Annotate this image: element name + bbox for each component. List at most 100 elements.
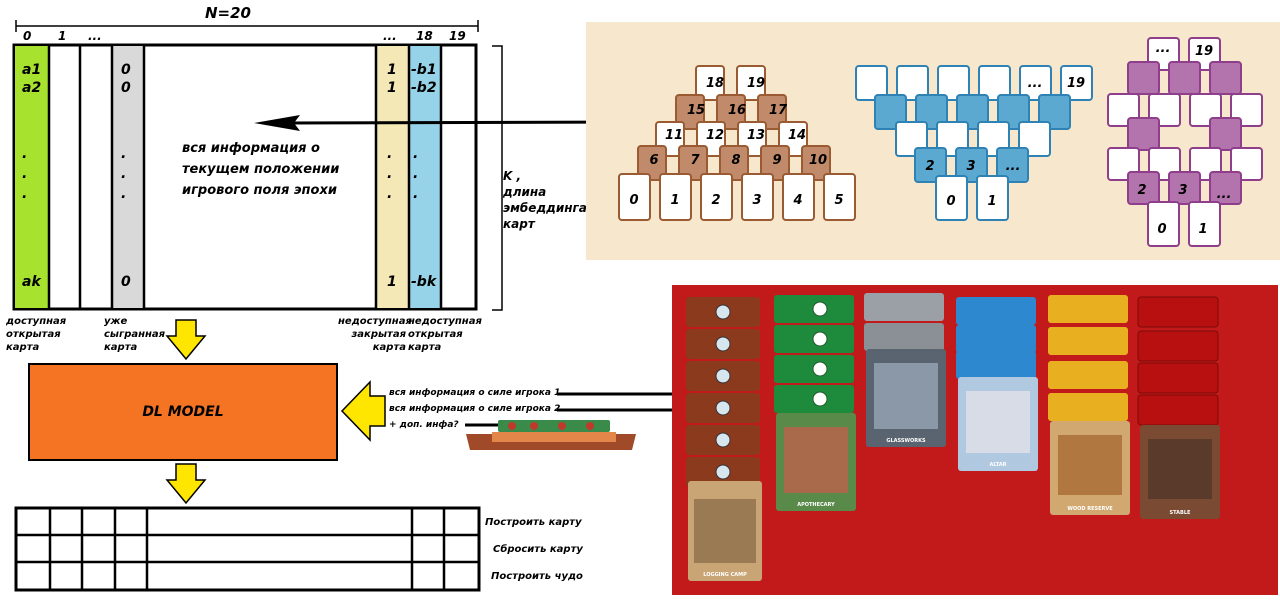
blue-card-label: ... xyxy=(1028,76,1043,91)
brown-card-label: 11 xyxy=(665,128,683,143)
brown-card xyxy=(801,145,831,181)
brown-card-label: 18 xyxy=(706,76,724,91)
brown-card xyxy=(741,173,774,221)
red-stack xyxy=(1137,296,1220,519)
brown-card-label: 1 xyxy=(670,193,679,208)
open-column-fill xyxy=(409,46,441,308)
cell-a-dot: . xyxy=(22,166,28,182)
brown-card-label: 14 xyxy=(788,128,806,143)
brown-card-label: 17 xyxy=(769,103,788,118)
brown-card xyxy=(716,94,746,130)
board-info-line: вся информация о xyxy=(182,141,320,156)
purple-card-label: ... xyxy=(1156,41,1171,56)
action-build-wonder: Построить чудо xyxy=(491,571,583,582)
action-discard-card: Сбросить карту xyxy=(493,544,583,555)
brown-card-label: 2 xyxy=(711,193,720,208)
embedding-matrix xyxy=(12,43,478,311)
board-to-matrix-arrow xyxy=(254,115,639,131)
cell-closed-dot: . xyxy=(387,146,393,162)
brown-card-label: 3 xyxy=(752,193,761,208)
matrix-size-bracket xyxy=(15,20,479,32)
blue-card-label: 1 xyxy=(987,194,996,209)
cell-closed: 1 xyxy=(387,274,397,290)
brown-card-label: 10 xyxy=(809,153,827,168)
purple-card-label: ... xyxy=(1217,187,1232,202)
blue-card-label: 19 xyxy=(1067,76,1085,91)
card-name-glassworks: GLASSWORKS xyxy=(886,438,926,444)
col-index-dots: ... xyxy=(88,29,102,43)
board-info-line: игрового поля эпохи xyxy=(182,183,337,198)
brown-card xyxy=(700,173,733,221)
blue-layout: ... 19 2 3 ... 0 1 xyxy=(855,65,1093,221)
blue-card-label: ... xyxy=(1006,159,1021,174)
matrix-title: N=20 xyxy=(205,4,251,22)
brown-card xyxy=(782,173,815,221)
brown-card xyxy=(618,173,651,221)
brown-card xyxy=(760,145,790,181)
col-index-19: 19 xyxy=(449,29,466,43)
brown-card xyxy=(659,173,692,221)
purple-card-label: 19 xyxy=(1195,44,1213,59)
brown-card-label: 13 xyxy=(747,128,765,143)
cell-played-dot: . xyxy=(121,186,127,202)
purple-card-label: 3 xyxy=(1178,183,1187,198)
matrix-to-model-arrow xyxy=(165,319,207,361)
model-input-player1: вся информация о силе игрока 1 xyxy=(389,388,561,398)
brown-stack xyxy=(686,297,762,581)
col-index-17: ... xyxy=(383,29,397,43)
cell-played-dot: . xyxy=(121,146,127,162)
card-name-altar: ALTAR xyxy=(990,462,1007,468)
dl-model-box: DL MODEL xyxy=(28,363,338,461)
cell-open-dot: . xyxy=(413,186,419,202)
model-input-extra: + доп. инфа? xyxy=(389,420,459,430)
board-info-text: вся информация о текущем положении игров… xyxy=(182,138,339,201)
brown-card xyxy=(736,65,766,101)
brown-card xyxy=(637,145,667,181)
card-name-apothecary: APOTHECARY xyxy=(797,502,835,508)
col-index-18: 18 xyxy=(416,29,433,43)
brown-card-label: 16 xyxy=(728,103,746,118)
col-index-0: 0 xyxy=(23,29,32,43)
cell-played: 0 xyxy=(121,62,131,78)
available-column-fill xyxy=(15,46,48,308)
card-name-wood-reserve: WOOD RESERVE xyxy=(1067,506,1113,512)
purple-card-label: 0 xyxy=(1157,222,1166,237)
cell-closed: 1 xyxy=(387,62,397,78)
brown-card xyxy=(823,173,856,221)
military-track-board xyxy=(466,420,636,450)
cell-a-dot: . xyxy=(22,186,28,202)
gray-stack xyxy=(864,293,946,447)
played-cards-photo: LOGGING CAMP APOTHECARY GLASSWORKS ALTAR… xyxy=(672,285,1278,595)
board-info-line: текущем положении xyxy=(182,162,340,177)
cell-open-dot: . xyxy=(413,146,419,162)
k-label: K , длина эмбеддинга карт xyxy=(503,169,587,231)
brown-card-label: 5 xyxy=(834,193,843,208)
model-to-output-arrow xyxy=(165,463,207,505)
blue-stack xyxy=(956,297,1038,471)
card-name-logging-camp: LOGGING CAMP xyxy=(703,572,747,578)
dl-model-label: DL MODEL xyxy=(142,404,224,420)
brown-card-label: 6 xyxy=(649,153,658,168)
cell-closed-dot: . xyxy=(387,186,393,202)
green-stack xyxy=(774,295,856,511)
purple-card-label: 1 xyxy=(1198,222,1207,237)
cell-played-dot: . xyxy=(121,166,127,182)
brown-card-label: 12 xyxy=(706,128,724,143)
cell-open-dot: . xyxy=(413,166,419,182)
blue-card-label: 2 xyxy=(925,159,934,174)
cell-bk: -bk xyxy=(411,274,437,290)
cell-a2: a2 xyxy=(22,80,42,96)
purple-card-label: 2 xyxy=(1137,183,1146,198)
brown-card-label: 19 xyxy=(747,76,765,91)
cell-b2: -b2 xyxy=(411,80,437,96)
cell-a-dot: . xyxy=(22,146,28,162)
cell-closed: 1 xyxy=(387,80,397,96)
brown-card xyxy=(695,65,725,101)
model-input-player2: вся информация о силе игрока 2 xyxy=(389,404,561,414)
brown-pyramid: 18 19 15 16 17 11 12 13 14 6 7 8 9 10 0 … xyxy=(618,65,856,221)
closed-column-fill xyxy=(376,46,408,308)
blue-card-label: 3 xyxy=(966,159,975,174)
